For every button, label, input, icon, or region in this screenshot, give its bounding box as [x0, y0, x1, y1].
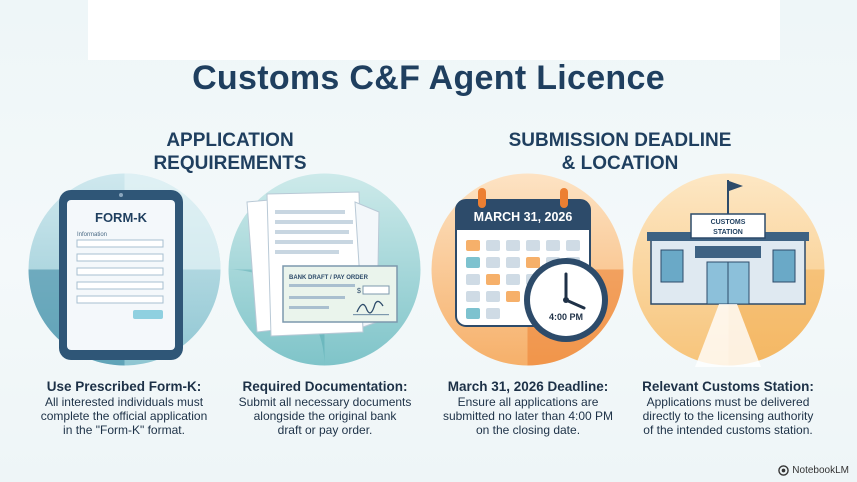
section-title-line: APPLICATION: [166, 130, 294, 151]
caption-heading: Use Prescribed Form-K:: [46, 379, 202, 394]
caption-heading: March 31, 2026 Deadline:: [447, 379, 609, 394]
caption-line: of the intended customs station.: [643, 423, 813, 437]
station-sign-line: CUSTOMS: [711, 219, 746, 226]
clock-time: 4:00 PM: [549, 312, 583, 322]
form-field-label: Information: [77, 232, 107, 238]
caption-line: alongside the original bank: [253, 409, 397, 423]
tablet-icon: FORM-K Information: [28, 173, 221, 366]
caption-line: submitted no later than 4:00 PM: [442, 409, 614, 423]
calendar-icon: MARCH 31, 2026 4:00 PM: [431, 173, 624, 366]
calendar-illustration: MARCH 31, 2026 4:00 PM: [430, 172, 625, 367]
caption-line: on the closing date.: [475, 423, 581, 437]
caption-heading: Relevant Customs Station:: [642, 379, 814, 394]
caption-line: directly to the licensing authority: [642, 409, 814, 423]
section-title-submission: SUBMISSION DEADLINE & LOCATION: [490, 129, 750, 175]
caption-heading: Required Documentation:: [242, 379, 408, 394]
caption-form-k: Use Prescribed Form-K: All interested in…: [24, 379, 224, 437]
station-sign-line: STATION: [713, 229, 743, 236]
caption-line: Submit all necessary documents: [238, 395, 412, 409]
calendar-date: MARCH 31, 2026: [474, 210, 573, 224]
currency-symbol: $: [357, 288, 361, 295]
caption-line: Ensure all applications are: [457, 395, 599, 409]
section-title-line: SUBMISSION DEADLINE: [508, 130, 732, 151]
section-title-application: APPLICATION REQUIREMENTS: [110, 129, 350, 175]
cheque-label: BANK DRAFT / PAY ORDER: [289, 275, 369, 281]
page-title: Customs C&F Agent Licence: [192, 59, 665, 97]
caption-line: All interested individuals must: [44, 395, 204, 409]
caption-customs-station: Relevant Customs Station: Applications m…: [628, 379, 828, 437]
caption-line: Applications must be delivered: [646, 395, 810, 409]
caption-line: complete the official application: [40, 409, 208, 423]
caption-line: draft or pay order.: [277, 423, 373, 437]
notebooklm-watermark: NotebookLM: [778, 465, 849, 476]
building-icon: CUSTOMS STATION: [632, 173, 825, 367]
notebooklm-logo-icon: [778, 465, 790, 476]
caption-line: in the "Form-K" format.: [63, 423, 185, 437]
top-white-panel: [88, 0, 780, 60]
customs-station-illustration: CUSTOMS STATION: [631, 172, 826, 367]
documents-illustration: BANK DRAFT / PAY ORDER $: [227, 172, 422, 367]
section-title-line: & LOCATION: [561, 153, 679, 174]
brand-name: NotebookLM: [792, 465, 849, 476]
form-k-title: FORM-K: [95, 210, 148, 225]
section-title-line: REQUIREMENTS: [153, 153, 307, 174]
caption-deadline: March 31, 2026 Deadline: Ensure all appl…: [428, 379, 628, 437]
caption-documentation: Required Documentation: Submit all neces…: [225, 379, 425, 437]
form-k-illustration: FORM-K Information: [27, 172, 222, 367]
documents-icon: BANK DRAFT / PAY ORDER $: [228, 173, 421, 366]
